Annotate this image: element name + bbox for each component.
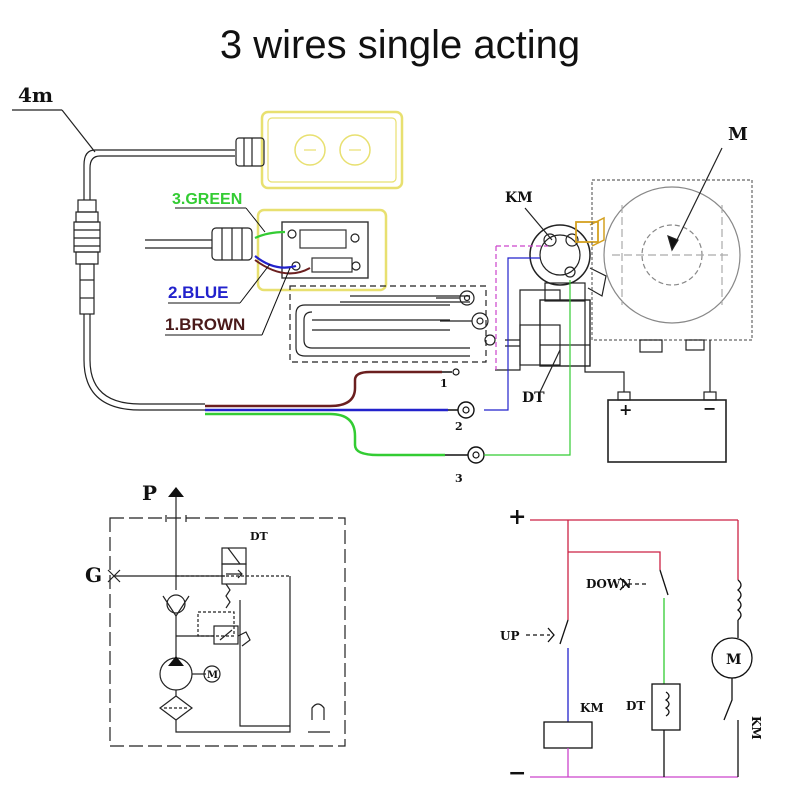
circuit-motor-symbol: M <box>726 652 742 668</box>
terminal-3-label: 3 <box>455 472 463 485</box>
brown-wire-label: 1.BROWN <box>165 315 245 334</box>
cable-length-label: 4m <box>18 83 53 107</box>
circuit-plus-label: + <box>508 504 526 530</box>
circuit-up-label: UP <box>500 629 520 643</box>
motor-label: M <box>728 124 748 145</box>
km-label: KM <box>505 190 533 206</box>
port-p-label: P <box>142 481 157 505</box>
circuit-km-label: KM <box>580 701 604 715</box>
circuit-down-label: DOWN <box>586 577 631 591</box>
colored-wires <box>205 230 571 464</box>
diagram-title: 3 wires single acting <box>220 23 580 67</box>
hydraulic-motor-symbol: M <box>207 670 218 681</box>
battery-minus: − <box>703 399 716 418</box>
terminal-1-label: 1 <box>440 377 448 390</box>
hydraulic-dt-label: DT <box>250 530 269 543</box>
top-wiring: 4m <box>12 83 753 463</box>
battery-plus: + <box>619 400 632 419</box>
blue-wire-label: 2.BLUE <box>168 283 228 302</box>
circuit-km-motor-label: KM <box>749 716 763 740</box>
green-wire-label: 3.GREEN <box>172 191 242 208</box>
terminal-2-label: 2 <box>455 420 463 433</box>
wire-labels: 3.GREEN 2.BLUE 1.BROWN 1 2 3 <box>165 191 463 485</box>
circuit-dt-label: DT <box>626 699 645 713</box>
hydraulic-schematic: P G DT M <box>85 481 346 747</box>
circuit-minus-label: − <box>508 760 526 786</box>
port-g-label: G <box>85 563 102 587</box>
electrical-circuit: + − UP KM DOWN DT M KM <box>500 504 763 786</box>
dt-label: DT <box>522 390 545 406</box>
